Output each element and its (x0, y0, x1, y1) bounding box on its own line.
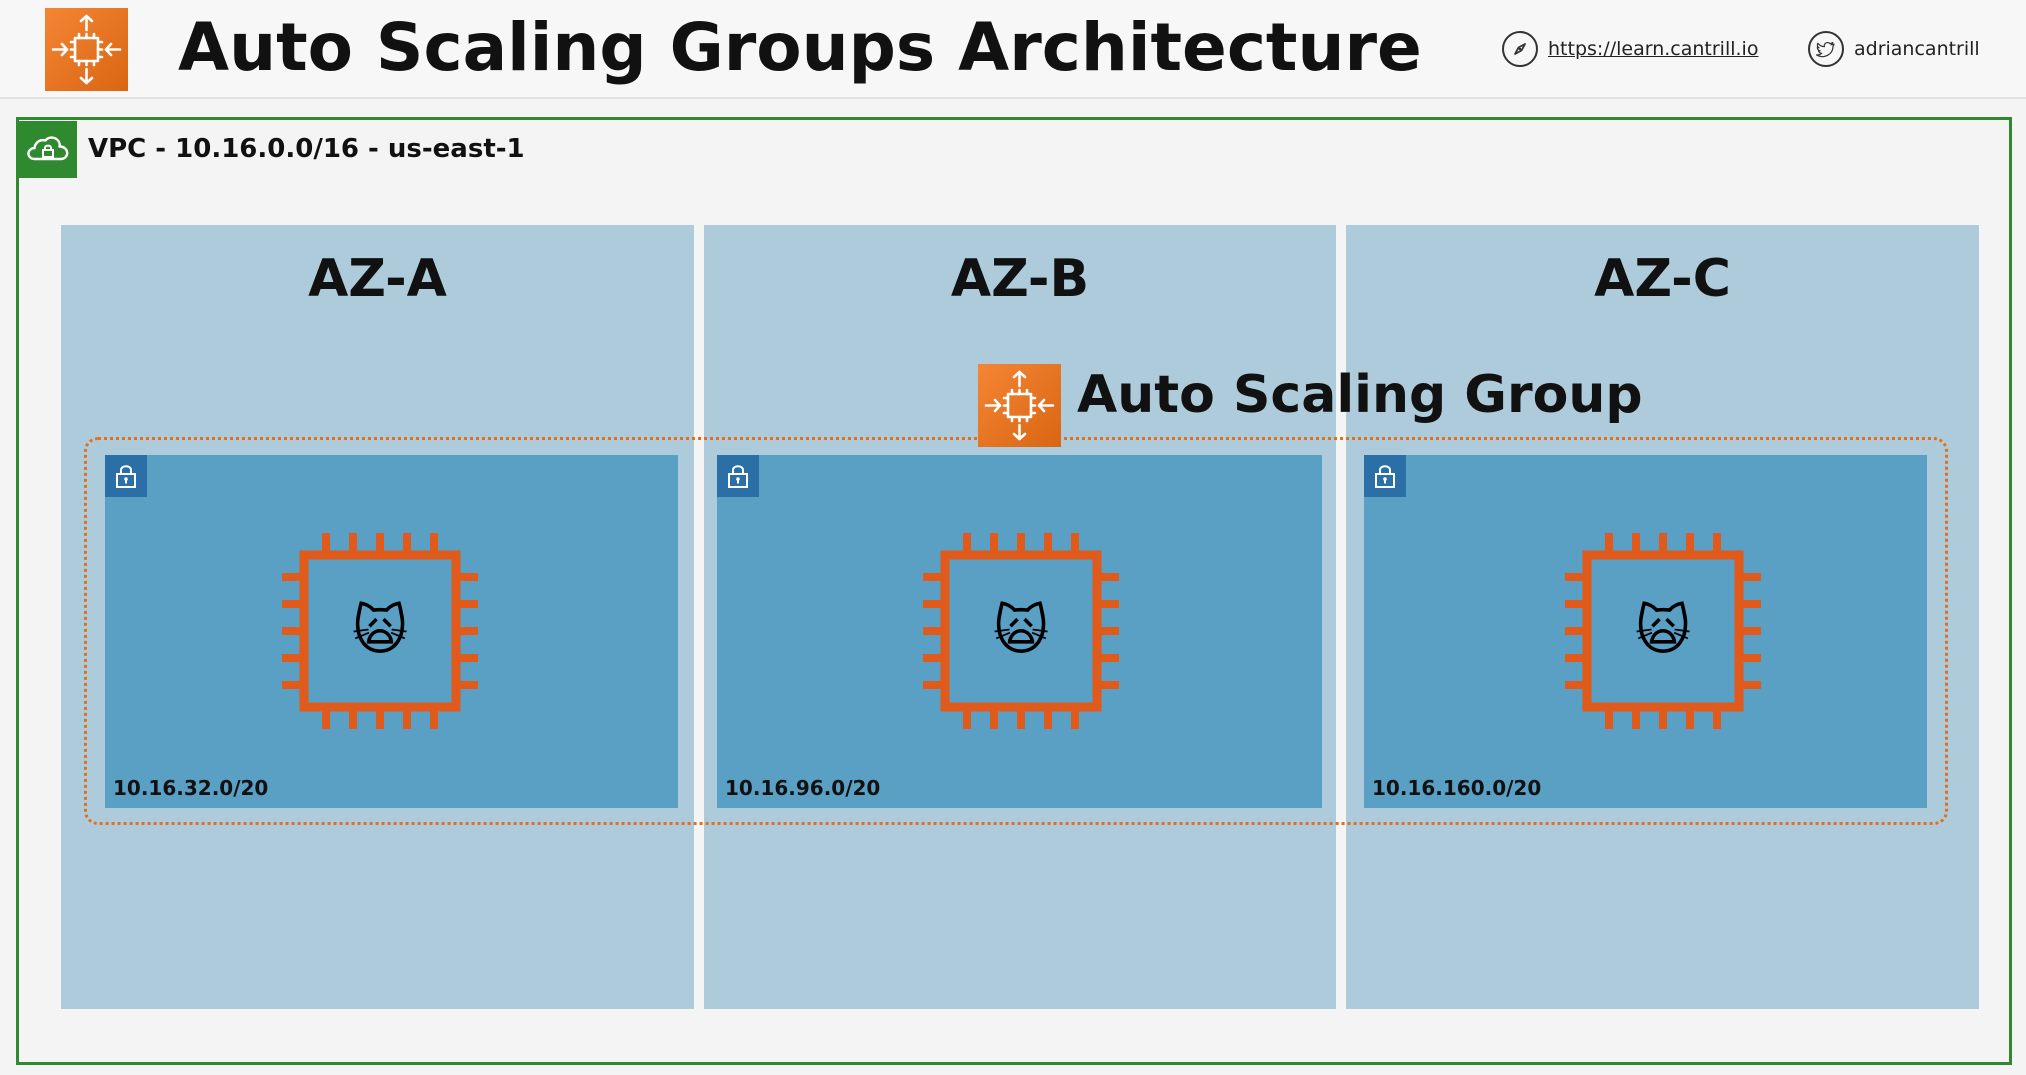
az-label: AZ-B (950, 249, 1090, 309)
auto-scaling-logo-icon (45, 8, 128, 91)
scared-cat-icon: 🙀 (351, 599, 409, 662)
scared-cat-icon: 🙀 (992, 599, 1050, 662)
auto-scaling-group-icon (978, 364, 1061, 447)
az-label: AZ-C (1594, 249, 1731, 309)
twitter-link[interactable]: adriancantrill (1808, 28, 1980, 70)
header-bar: Auto Scaling Groups Architecture https:/… (0, 0, 2026, 99)
padlock-icon (105, 455, 147, 497)
private-subnet-a: 🙀 10.16.32.0/20 (105, 455, 678, 808)
twitter-icon (1808, 31, 1844, 67)
padlock-icon (717, 455, 759, 497)
website-link[interactable]: https://learn.cantrill.io (1502, 28, 1758, 70)
private-subnet-c: 🙀 10.16.160.0/20 (1364, 455, 1927, 808)
padlock-icon (1364, 455, 1406, 497)
subnet-cidr: 10.16.32.0/20 (113, 776, 269, 800)
subnet-cidr: 10.16.96.0/20 (725, 776, 881, 800)
vpc-cloud-lock-icon (19, 121, 77, 178)
website-url[interactable]: https://learn.cantrill.io (1548, 38, 1759, 60)
auto-scaling-group-label: Auto Scaling Group (1077, 365, 1643, 425)
vpc-boundary (16, 117, 2012, 1065)
ec2-instance-chip-icon: 🙀 (282, 533, 478, 729)
ec2-instance-chip-icon: 🙀 (1565, 533, 1761, 729)
ec2-instance-chip-icon: 🙀 (923, 533, 1119, 729)
vpc-label: VPC - 10.16.0.0/16 - us-east-1 (88, 134, 525, 164)
az-label: AZ-A (308, 249, 447, 309)
page-title: Auto Scaling Groups Architecture (178, 9, 1422, 86)
twitter-handle[interactable]: adriancantrill (1854, 38, 1980, 60)
private-subnet-b: 🙀 10.16.96.0/20 (717, 455, 1322, 808)
subnet-cidr: 10.16.160.0/20 (1372, 776, 1542, 800)
scared-cat-icon: 🙀 (1634, 599, 1692, 662)
compass-icon (1502, 31, 1538, 67)
